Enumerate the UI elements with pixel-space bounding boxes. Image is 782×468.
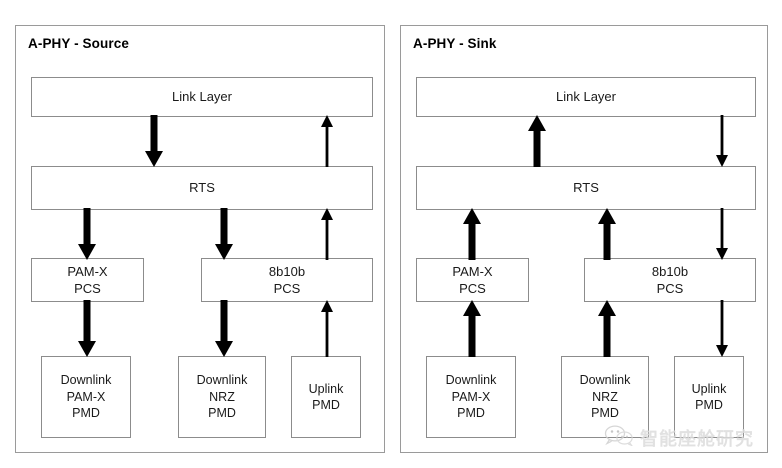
sink-block-8b10b-pcs[interactable]: 8b10b PCS [584,258,756,302]
watermark-text: 智能座舱研究 [640,428,754,450]
sink-arrow-rts-to-link-layer [527,115,547,168]
sink-downlink-pam-x-pmd-line-3: PMD [457,406,485,421]
source-downlink-pam-x-pmd-line-2: PAM-X [66,389,106,404]
sink-block-rts[interactable]: RTS [416,166,756,210]
sink-arrow-pam-x-pcs-to-rts [462,208,482,261]
sink-link-layer-label: Link Layer [556,89,616,105]
source-arrow-8b10b-pcs-to-downlink-nrz-pmd [214,300,234,358]
source-downlink-nrz-pmd-line-1: Downlink [196,373,248,388]
sink-arrow-8b10b-pcs-to-rts [597,208,617,261]
sink-block-downlink-pam-x-pmd[interactable]: Downlink PAM-X PMD [426,356,516,438]
source-link-layer-label: Link Layer [172,89,232,105]
source-8b10b-pcs-line-1: 8b10b [268,263,306,279]
watermark: 智能座舱研究 [604,424,754,451]
source-downlink-pam-x-pmd-line-3: PMD [72,406,100,421]
sink-8b10b-pcs-line-1: 8b10b [651,263,689,279]
source-block-downlink-pam-x-pmd[interactable]: Downlink PAM-X PMD [41,356,131,438]
source-block-link-layer[interactable]: Link Layer [31,77,373,117]
source-arrow-uplink-pmd-to-8b10b-pcs [319,300,335,358]
source-arrow-rts-to-8b10b-pcs [214,208,234,261]
source-uplink-pmd-line-2: PMD [312,398,340,412]
source-arrow-link-layer-to-rts [144,115,164,168]
source-block-8b10b-pcs[interactable]: 8b10b PCS [201,258,373,302]
sink-8b10b-pcs-line-2: PCS [656,281,684,296]
source-block-downlink-nrz-pmd[interactable]: Downlink NRZ PMD [178,356,266,438]
sink-pam-x-pcs-line-2: PCS [459,281,486,296]
sink-arrow-8b10b-pcs-to-uplink-pmd [714,300,730,358]
panel-a-phy-source: A-PHY - Source Link Layer RTS PAM-X PCS … [15,25,385,453]
sink-arrow-link-layer-to-rts [714,115,730,168]
source-8b10b-pcs-line-2: PCS [273,281,301,296]
sink-block-link-layer[interactable]: Link Layer [416,77,756,117]
source-uplink-pmd-line-1: Uplink [308,381,344,396]
sink-block-downlink-nrz-pmd[interactable]: Downlink NRZ PMD [561,356,649,438]
source-downlink-nrz-pmd-line-3: PMD [208,406,236,421]
sink-downlink-pam-x-pmd-line-1: Downlink [445,373,497,388]
source-rts-label: RTS [189,180,215,196]
sink-uplink-pmd-line-1: Uplink [691,381,727,396]
source-arrow-rts-to-pam-x-pcs [77,208,97,261]
source-arrow-pam-x-pcs-to-downlink-pam-x-pmd [77,300,97,358]
source-arrow-rts-to-link-layer [319,115,335,168]
source-block-uplink-pmd[interactable]: Uplink PMD [291,356,361,438]
panel-title-sink: A-PHY - Sink [413,36,497,51]
panel-a-phy-sink: A-PHY - Sink Link Layer RTS PAM-X PCS 8b… [400,25,768,453]
sink-arrow-downlink-pam-x-pmd-to-pam-x-pcs [462,300,482,358]
source-downlink-nrz-pmd-line-2: NRZ [209,389,235,404]
source-pam-x-pcs-line-1: PAM-X [67,263,108,279]
sink-uplink-pmd-line-2: PMD [695,398,723,412]
sink-arrow-rts-to-8b10b-pcs [714,208,730,261]
source-arrow-8b10b-pcs-to-rts [319,208,335,261]
sink-downlink-nrz-pmd-line-3: PMD [591,406,619,421]
sink-pam-x-pcs-line-1: PAM-X [452,263,493,279]
source-block-rts[interactable]: RTS [31,166,373,210]
sink-downlink-nrz-pmd-line-1: Downlink [579,373,631,388]
sink-block-pam-x-pcs[interactable]: PAM-X PCS [416,258,529,302]
panel-title-source: A-PHY - Source [28,36,129,51]
sink-block-uplink-pmd[interactable]: Uplink PMD [674,356,744,438]
sink-arrow-downlink-nrz-pmd-to-8b10b-pcs [597,300,617,358]
sink-rts-label: RTS [573,180,599,196]
sink-downlink-pam-x-pmd-line-2: PAM-X [451,389,491,404]
source-block-pam-x-pcs[interactable]: PAM-X PCS [31,258,144,302]
sink-downlink-nrz-pmd-line-2: NRZ [592,389,618,404]
wechat-logo-icon [604,424,634,451]
source-downlink-pam-x-pmd-line-1: Downlink [60,373,112,388]
source-pam-x-pcs-line-2: PCS [74,281,101,296]
